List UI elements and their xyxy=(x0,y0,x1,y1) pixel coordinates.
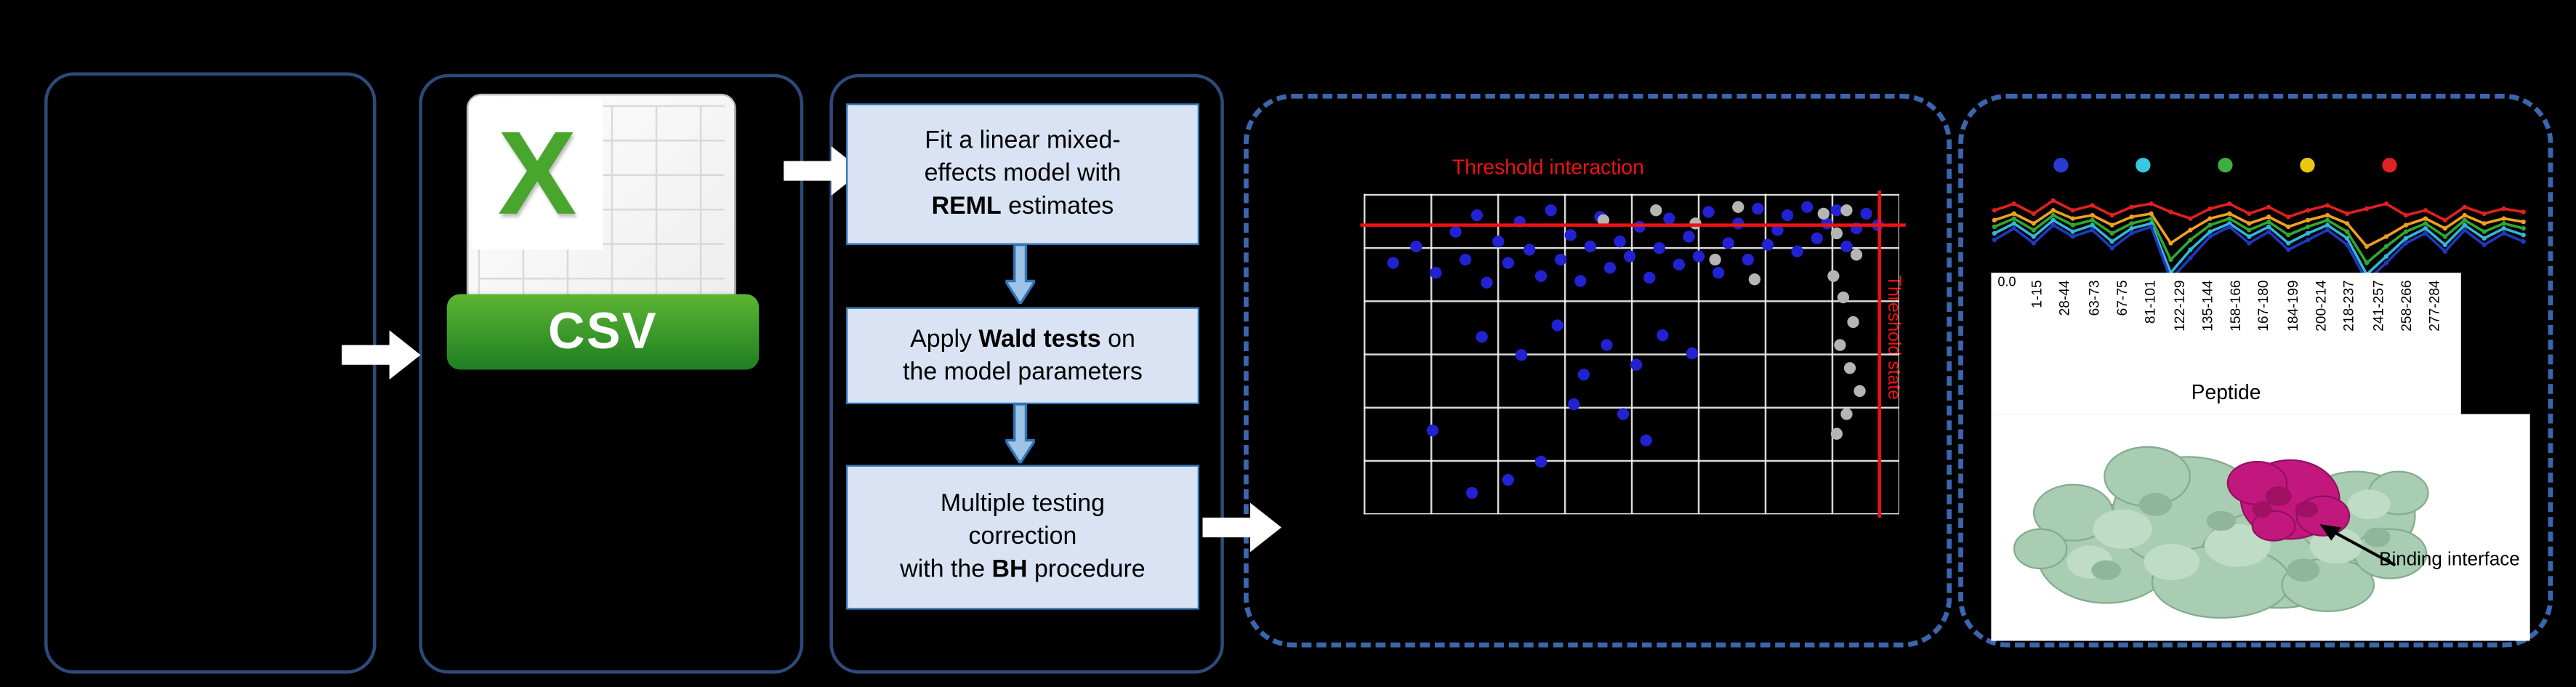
step-text: estimates xyxy=(1001,192,1114,220)
threshold-interaction-line xyxy=(1360,223,1906,227)
panel-input xyxy=(44,72,377,674)
step-text-bold: BH xyxy=(991,555,1028,584)
flow-arrow-icon xyxy=(1202,502,1281,561)
peptide-tick-label: 218-237 xyxy=(2340,280,2357,332)
binding-arrow-icon xyxy=(2319,524,2396,567)
peptide-tick-label: 67-75 xyxy=(2113,280,2130,316)
uptake-line-chart xyxy=(1992,198,2526,284)
significance-scatter-plot xyxy=(1360,190,1906,518)
x-axis-title: Peptide xyxy=(2191,381,2261,405)
step-text: Fit a linear mixed- effects model with xyxy=(924,126,1122,188)
threshold-interaction-label: Threshold interaction xyxy=(1452,156,1644,180)
peptide-tick-label: 63-73 xyxy=(2085,280,2102,316)
state-legend-dots xyxy=(2053,157,2397,173)
protein-structure-panel: Binding interface xyxy=(1991,414,2530,641)
scatter-points xyxy=(1387,201,1884,499)
excel-x-logo: X xyxy=(471,98,603,250)
state-dot-icon xyxy=(2136,157,2151,173)
state-dot-icon xyxy=(2053,157,2069,173)
peptide-tick-label: 122-129 xyxy=(2170,280,2187,332)
peptide-tick-label: 258-266 xyxy=(2397,280,2415,332)
step-text: on the model parameters xyxy=(903,324,1143,386)
state-dot-icon xyxy=(2300,157,2315,173)
panel-scatter-output xyxy=(1243,93,1952,648)
step-text: procedure xyxy=(1027,555,1146,584)
peptide-tick-label: 167-180 xyxy=(2255,280,2272,332)
peptide-tick-label: 1-15 xyxy=(2028,280,2045,308)
peptide-tick-label: 135-144 xyxy=(2198,280,2215,332)
step-bh-box: Multiple testing correction with the BH … xyxy=(846,465,1199,610)
step-reml-box: Fit a linear mixed- effects model with R… xyxy=(846,103,1199,245)
peptide-tick-label: 81-101 xyxy=(2141,280,2159,324)
csv-file-icon: X CSV xyxy=(446,90,760,370)
peptide-tick-label: 28-44 xyxy=(2056,280,2073,316)
step-text: Multiple testing correction with the xyxy=(900,490,1106,584)
peptide-tick-label: 158-166 xyxy=(2226,280,2244,332)
step-text-bold: Wald tests xyxy=(978,324,1101,353)
peptide-tick-label: 241-257 xyxy=(2369,280,2386,332)
step-text: Apply xyxy=(910,324,979,353)
binding-interface-label: Binding interface xyxy=(2379,550,2520,571)
down-arrow-icon xyxy=(1003,403,1038,472)
panel-csv-file xyxy=(419,73,804,674)
protein-surface-illustration xyxy=(2013,446,2429,619)
panel-model-steps xyxy=(829,73,1224,674)
peptide-tick-label: 277-284 xyxy=(2426,280,2443,332)
panel-peptide-output xyxy=(1958,93,2553,648)
peptide-tick-label: 184-199 xyxy=(2284,280,2301,332)
step-wald-box: Apply Wald tests on the model parameters xyxy=(846,307,1199,405)
binding-interface-magenta-surface xyxy=(2226,459,2351,542)
y-tick-label: 0.0 xyxy=(1997,274,2016,289)
uptake-axis-panel: 0.0 1-15 28-44 63-73 67-75 81-101 122-129 135-… xyxy=(1991,273,2461,414)
state-dot-icon xyxy=(2218,157,2233,173)
peptide-tick-label: 200-214 xyxy=(2312,280,2329,332)
protein-green-surface xyxy=(2013,446,2429,619)
csv-label: CSV xyxy=(548,302,658,360)
flow-arrow-icon xyxy=(342,330,421,387)
step-text-bold: REML xyxy=(931,192,1002,220)
threshold-state-line xyxy=(1877,190,1881,518)
state-dot-icon xyxy=(2382,157,2397,173)
csv-ribbon: CSV xyxy=(446,294,760,370)
flow-arrow-icon xyxy=(784,146,863,204)
down-arrow-icon xyxy=(1003,244,1038,313)
